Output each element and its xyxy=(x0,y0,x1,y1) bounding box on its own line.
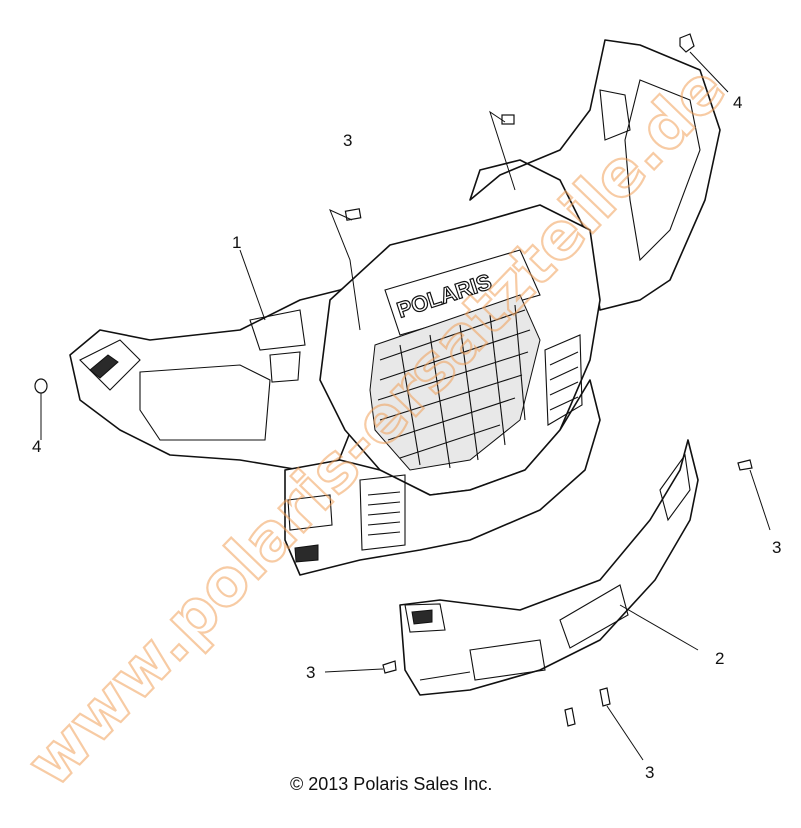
copyright-notice: © 2013 Polaris Sales Inc. xyxy=(290,774,492,794)
fastener-clip-top-right xyxy=(679,33,729,93)
leader-part-1 xyxy=(239,249,266,321)
callout-3-bottom: 3 xyxy=(645,763,654,782)
callout-3-bottom-left: 3 xyxy=(306,663,315,682)
fastener-clip-left xyxy=(34,378,48,440)
leader-part-2 xyxy=(619,604,699,651)
fastener-screw-bottom-left xyxy=(324,660,397,674)
skid-plate xyxy=(399,439,699,696)
callout-4-top-right: 4 xyxy=(733,93,742,112)
fastener-screw-upper-center xyxy=(329,208,362,331)
callout-4-left: 4 xyxy=(32,437,41,456)
callout-2: 2 xyxy=(715,649,724,668)
fastener-screw-upper-right xyxy=(489,110,516,191)
callout-3-top: 3 xyxy=(343,131,352,150)
fastener-screw-right xyxy=(737,459,771,531)
front-bumper-assembly: POLARIS xyxy=(69,39,721,576)
callout-1: 1 xyxy=(232,233,241,252)
callout-3-right: 3 xyxy=(772,538,781,557)
fastener-screws-bottom xyxy=(564,687,644,761)
